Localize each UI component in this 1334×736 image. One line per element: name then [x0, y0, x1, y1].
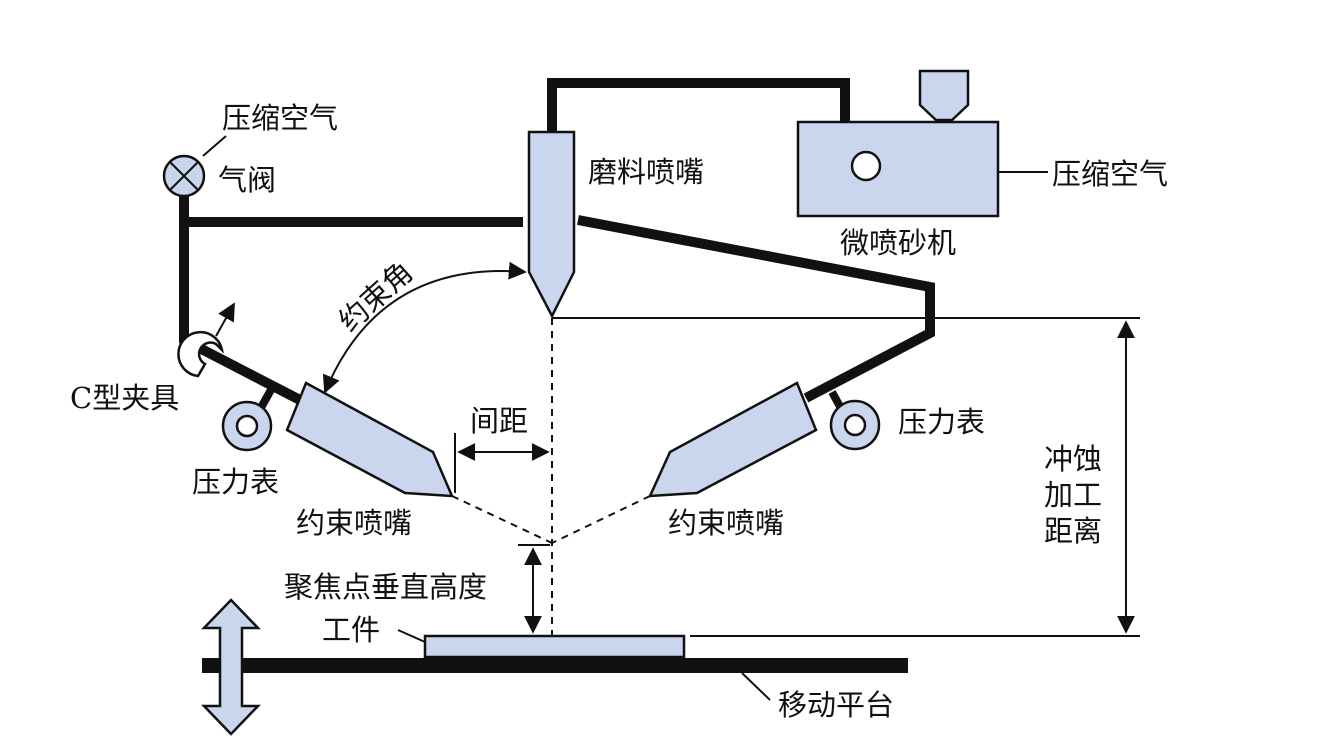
label-pressure-gauge-right: 压力表	[898, 405, 985, 439]
label-erosion-distance-3: 距离	[1044, 514, 1102, 548]
gauge-center-right	[843, 413, 867, 437]
workpiece-leader	[397, 629, 426, 643]
micro-sandblaster	[796, 120, 1000, 218]
gauge-center-left	[235, 414, 259, 438]
c-clamp-icon	[177, 330, 225, 378]
label-moving-platform: 移动平台	[778, 688, 894, 722]
hopper-icon	[918, 69, 970, 122]
label-pressure-gauge-left: 压力表	[192, 465, 279, 499]
label-compressed-air-sandblaster: 压缩空气	[1052, 157, 1168, 191]
label-c-clamp: C型夹具	[70, 381, 179, 415]
valve-leader	[202, 135, 227, 157]
label-abrasive-nozzle: 磨料喷嘴	[588, 155, 704, 189]
platform-leader	[741, 672, 771, 701]
air-pipe-left	[179, 195, 523, 227]
constraint-nozzle-right	[647, 381, 818, 498]
workpiece	[423, 634, 686, 659]
sandblaster-port-icon	[850, 150, 882, 182]
c-clamp-rotate-arrow	[215, 302, 235, 337]
label-focus-height: 聚焦点垂直高度	[284, 570, 487, 604]
moving-platform	[202, 658, 908, 673]
label-constraint-angle: 约束角	[332, 255, 419, 338]
constraint-angle-arc	[322, 261, 527, 394]
constraint-nozzle-left	[285, 381, 454, 498]
valve-cross-2	[169, 161, 199, 191]
label-constraint-nozzle-left: 约束喷嘴	[296, 506, 412, 540]
label-erosion-distance-1: 冲蚀	[1044, 442, 1102, 476]
jet-path-right	[551, 495, 651, 544]
label-gap: 间距	[470, 404, 528, 438]
abrasive-nozzle	[527, 130, 576, 319]
jet-path-left	[451, 495, 553, 544]
label-compressed-air-valve: 压缩空气	[222, 101, 338, 135]
label-air-valve: 气阀	[218, 163, 276, 197]
vertical-move-arrow-icon	[201, 598, 261, 736]
supply-pipe-top	[547, 78, 850, 132]
label-constraint-nozzle-right: 约束喷嘴	[668, 506, 784, 540]
label-micro-sandblaster: 微喷砂机	[840, 226, 956, 260]
clamp-arm-left	[179, 222, 303, 405]
label-erosion-distance-2: 加工	[1044, 478, 1102, 512]
label-workpiece: 工件	[322, 613, 380, 647]
clamp-arm-right	[577, 215, 935, 403]
